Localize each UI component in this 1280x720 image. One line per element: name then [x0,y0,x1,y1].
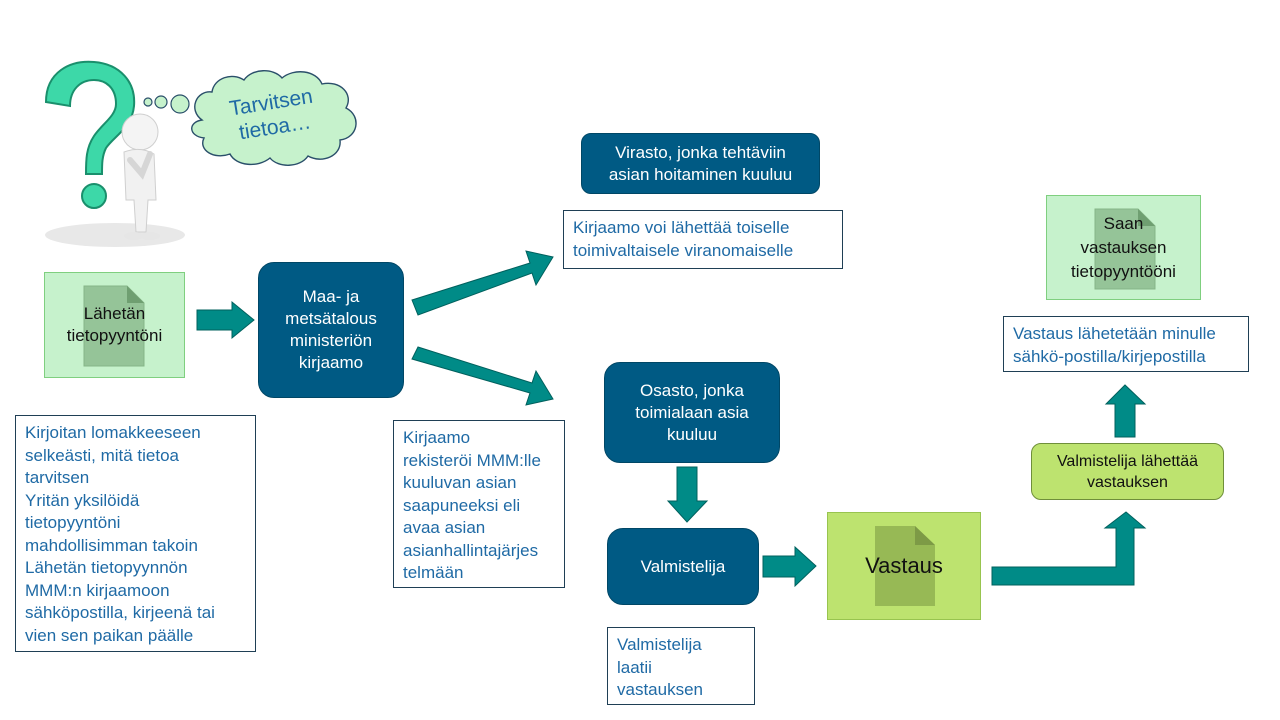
bent-arrow-up-icon [991,511,1147,586]
agency-box: Virasto, jonka tehtäviin asian hoitamine… [581,133,820,194]
arrow-right-icon [762,545,817,588]
arrow-down-right-icon [411,346,554,406]
arrow-down-icon [666,466,709,523]
preparer-label: Valmistelija [640,556,726,576]
send-request-box: Lähetän tietopyyntöni [44,272,185,378]
answer-document-box: Vastaus [827,512,981,620]
preparer-box: Valmistelija [607,528,759,605]
thought-bubble: Tarvitsen tietoa… [140,60,370,170]
receive-answer-label: Saan vastauksen tietopyyntööni [1071,213,1176,281]
arrow-up-right-icon [411,250,554,316]
document-icon [875,526,935,606]
document-icon [1094,208,1156,290]
receive-answer-box: Saan vastauksen tietopyyntööni [1046,195,1201,300]
send-request-label: Lähetän tietopyyntöni [66,304,163,345]
thinking-figure-illustration [30,50,200,260]
preparer-note: Valmistelija laatii vastauksen [607,627,755,705]
ministry-registry-label: Maa- ja metsätalous ministeriön kirjaamo [285,287,377,372]
step1-note: Kirjoitan lomakkeeseen selkeästi, mitä t… [15,415,256,652]
agency-note: Kirjaamo voi lähettää toiselle toimivalt… [563,210,843,269]
arrow-up-icon [1104,384,1147,438]
document-icon [83,285,145,367]
agency-label: Virasto, jonka tehtäviin asian hoitamine… [608,142,793,184]
preparer-sends-label: Valmistelija lähettää vastauksen [1056,452,1199,491]
registry-note: Kirjaamo rekisteröi MMM:lle kuuluvan asi… [393,420,565,588]
delivery-note: Vastaus lähetetään minulle sähkö-postill… [1003,316,1249,372]
question-mark-icon [44,60,185,247]
ministry-registry-box: Maa- ja metsätalous ministeriön kirjaamo [258,262,404,398]
department-box: Osasto, jonka toimialaan asia kuuluu [604,362,780,463]
preparer-sends-box: Valmistelija lähettää vastauksen [1031,443,1224,500]
answer-label: Vastaus [865,553,943,578]
department-label: Osasto, jonka toimialaan asia kuuluu [635,380,749,444]
arrow-right-icon [196,300,255,340]
